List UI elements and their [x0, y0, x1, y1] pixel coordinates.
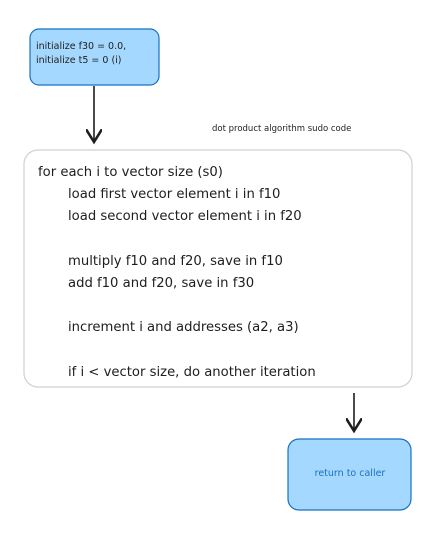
pseudocode-blank — [38, 229, 316, 251]
init-box — [29, 28, 160, 86]
pseudocode-blank — [38, 295, 316, 317]
return-box — [287, 438, 412, 511]
pseudocode-line: add f10 and f20, save in f30 — [68, 275, 255, 291]
pseudocode-line: load second vector element i in f20 — [68, 209, 302, 225]
pseudocode-header: for each i to vector size (s0) — [38, 165, 223, 180]
pseudocode-line: if i < vector size, do another iteration — [68, 364, 316, 380]
init-box-text: initialize f30 = 0.0, initialize t5 = 0 … — [36, 40, 160, 68]
pseudocode-blank — [38, 340, 316, 362]
init-line: initialize t5 = 0 (i) — [36, 55, 122, 66]
pseudocode-line: increment i and addresses (a2, a3) — [68, 320, 299, 336]
pseudocode-text: for each i to vector size (s0) load firs… — [38, 162, 316, 384]
pseudocode-box — [23, 149, 413, 388]
diagram-caption: dot product algorithm sudo code — [212, 124, 352, 134]
pseudocode-line: load first vector element i in f10 — [68, 187, 281, 203]
return-box-label: return to caller — [314, 468, 386, 479]
init-line: initialize f30 = 0.0, — [36, 41, 127, 52]
pseudocode-line: multiply f10 and f20, save in f10 — [68, 253, 283, 269]
